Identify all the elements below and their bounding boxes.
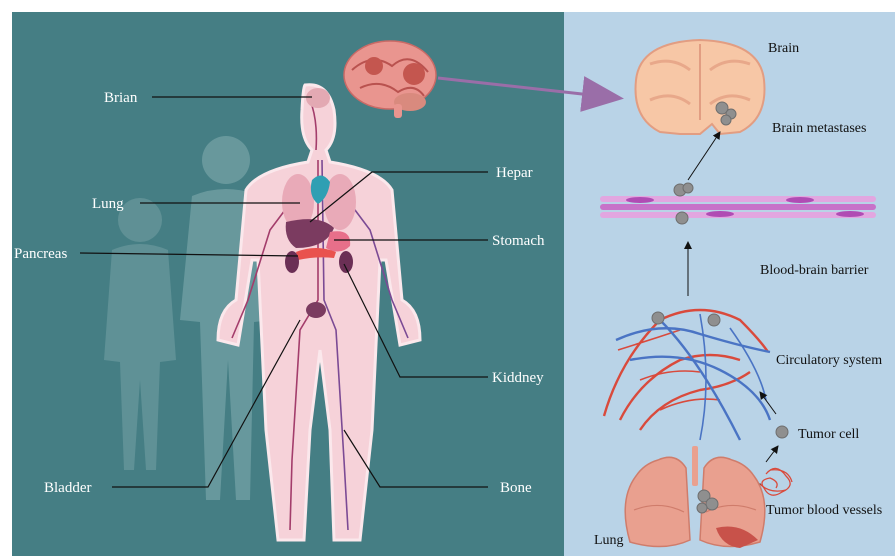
circulatory-network (604, 310, 770, 440)
brain-section (636, 40, 765, 134)
label-bladder: Bladder (44, 480, 91, 496)
label-tumor-blood-vessels: Tumor blood vessels (766, 503, 882, 518)
label-hepar: Hepar (496, 165, 533, 181)
brain-illustration (344, 41, 436, 118)
label-brain-metastases: Brain metastases (772, 121, 866, 136)
tumor-cell (776, 426, 788, 438)
label-tumor-cell: Tumor cell (798, 427, 859, 442)
label-lung: Lung (92, 196, 124, 212)
label-blood-brain-barrier: Blood-brain barrier (760, 263, 869, 278)
arrow-vessels-to-tumorcell (766, 446, 778, 462)
label-bone: Bone (500, 480, 532, 496)
arrow-barrier-to-brain (688, 132, 720, 180)
blood-brain-barrier (600, 183, 876, 224)
label-circulatory-system: Circulatory system (776, 353, 882, 368)
label-brian: Brian (104, 90, 138, 106)
label-brain: Brain (768, 41, 799, 56)
kidney-right-organ (339, 251, 353, 273)
tumor-blood-vessels (760, 468, 792, 495)
bladder-organ (306, 302, 326, 318)
ghost-silhouette-far (104, 198, 176, 470)
label-lung-source: Lung (594, 533, 624, 548)
label-pancreas: Pancreas (14, 246, 67, 262)
lungs-illustration (625, 446, 765, 548)
kidney-left-organ (285, 251, 299, 273)
brain-to-section-arrow (438, 78, 618, 98)
label-kiddney: Kiddney (492, 370, 544, 386)
brain-organ (306, 88, 330, 108)
stomach-organ (326, 231, 350, 251)
label-stomach: Stomach (492, 233, 545, 249)
